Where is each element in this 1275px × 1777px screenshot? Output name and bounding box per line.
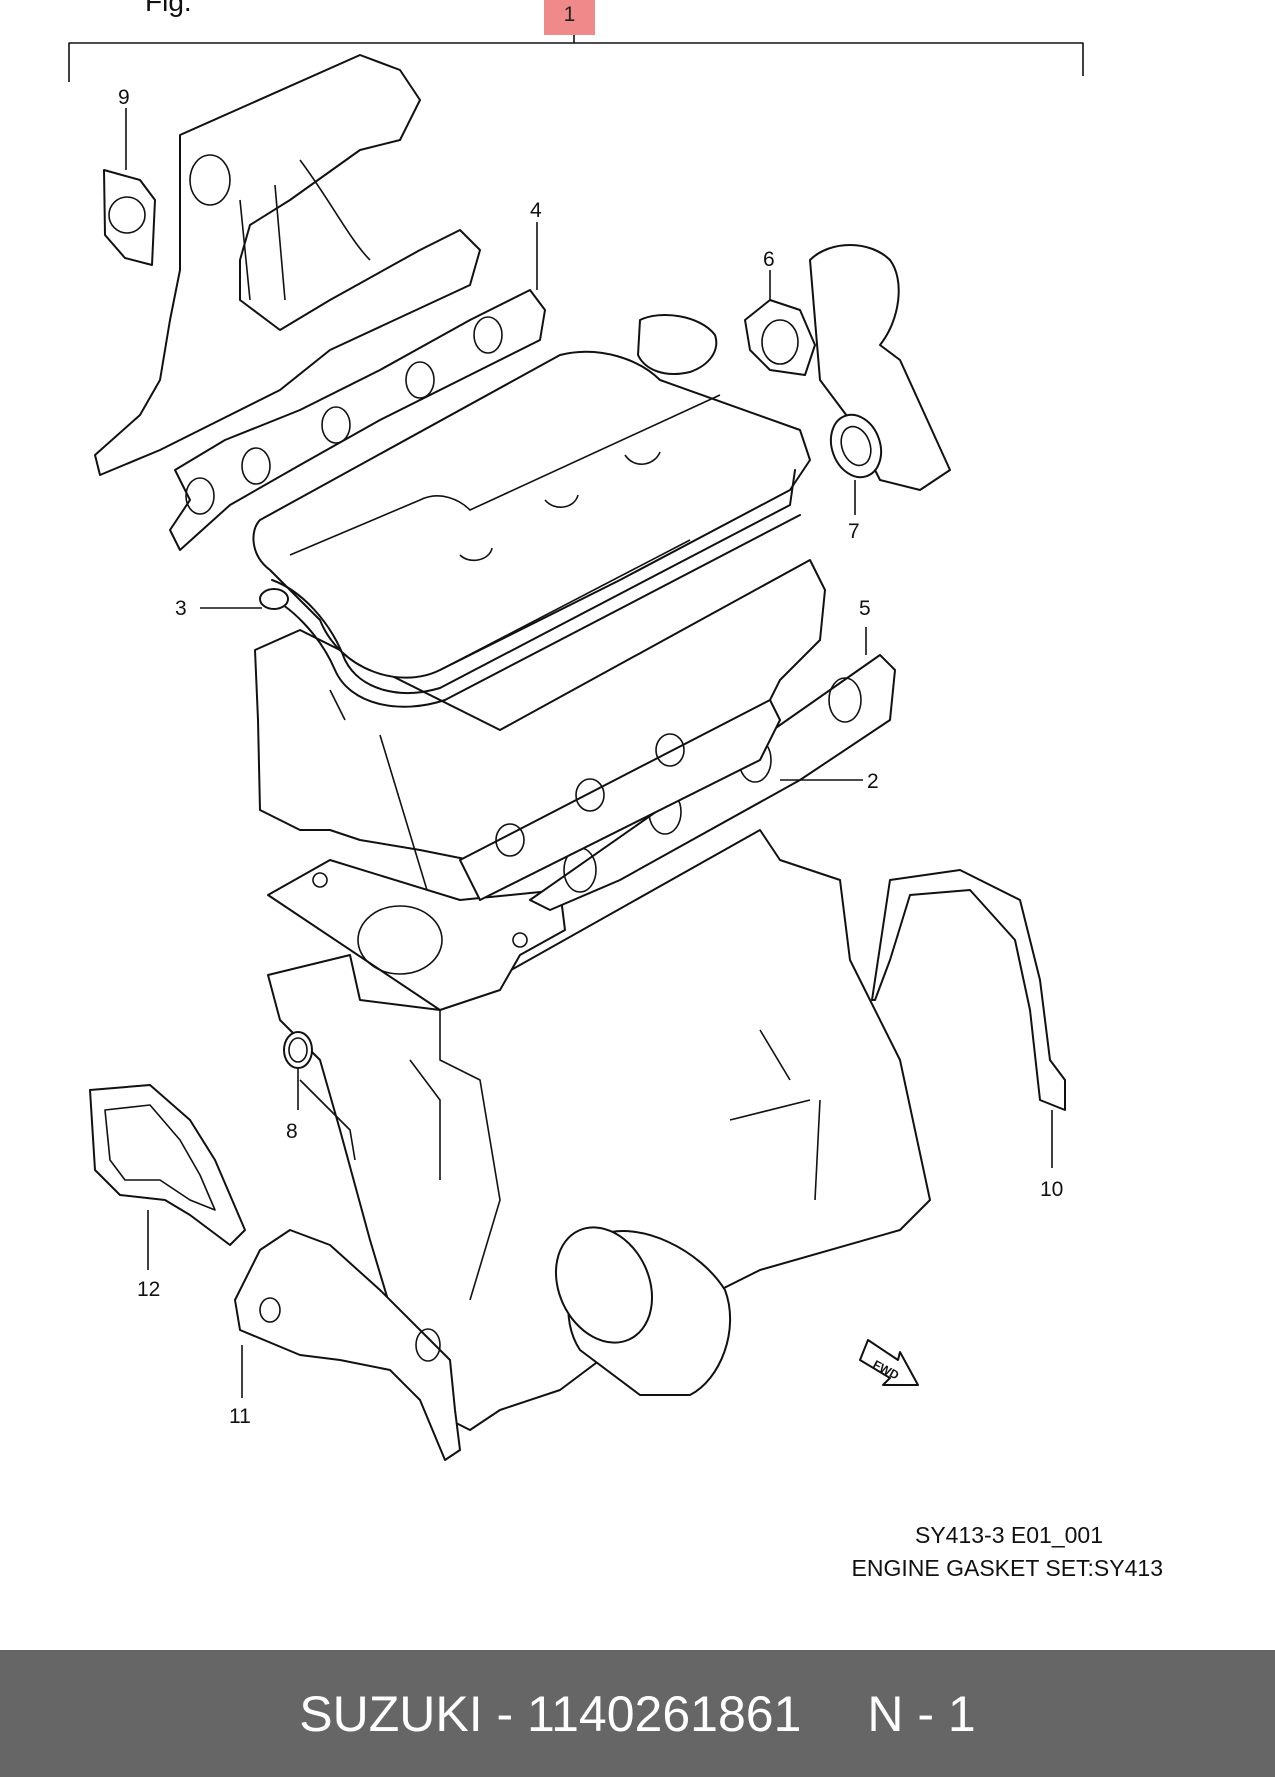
cylinder-block xyxy=(267,829,931,1431)
callout-2: 2 xyxy=(867,770,879,793)
head-cover xyxy=(252,314,811,679)
callout-8: 8 xyxy=(286,1120,298,1143)
callout-12: 12 xyxy=(137,1278,160,1301)
water-outlet xyxy=(744,244,951,491)
oil-pump-gasket xyxy=(89,1084,246,1246)
set-bracket xyxy=(68,35,1084,82)
engine-gasket-diagram: FWD 9 4 6 7 3 5 2 8 10 12 11 xyxy=(68,35,1084,1461)
callout-11: 11 xyxy=(229,1405,251,1428)
intake-manifold-gasket xyxy=(169,289,546,551)
oil-filter xyxy=(554,1226,732,1396)
callout-5: 5 xyxy=(859,597,871,620)
callout-6: 6 xyxy=(763,248,775,271)
forward-arrow-icon: FWD xyxy=(859,1339,919,1386)
o-ring-gasket xyxy=(283,1031,313,1069)
intake-manifold xyxy=(94,54,481,476)
figure-header-fragment: Fig. xyxy=(145,0,192,17)
callout-7: 7 xyxy=(848,520,860,543)
exhaust-port-gasket xyxy=(459,699,781,901)
callout-10: 10 xyxy=(1040,1178,1063,1201)
callout-3: 3 xyxy=(175,597,187,620)
cylinder-head-gasket xyxy=(267,859,566,1011)
head-cover-gasket xyxy=(259,469,801,708)
footer-bar: SUZUKI - 1140261861 N - 1 xyxy=(0,1650,1275,1777)
callout-4: 4 xyxy=(530,199,542,222)
callout-9: 9 xyxy=(118,86,130,109)
timing-cover-gasket xyxy=(871,869,1066,1111)
diagram-code: SY413-3 E01_001 xyxy=(915,1522,1103,1548)
leader-lines xyxy=(125,108,1053,1398)
callout-1-highlight[interactable]: 1 xyxy=(544,0,595,35)
footer-quantity: N - 1 xyxy=(867,1685,976,1742)
diagram-title: ENGINE GASKET SET:SY413 xyxy=(851,1555,1163,1581)
footer-part-number: SUZUKI - 1140261861 xyxy=(299,1685,802,1742)
callout-labels: 9 4 6 7 3 5 2 8 10 12 11 xyxy=(118,86,1063,1428)
rear-oil-seal-gasket xyxy=(234,1229,461,1461)
